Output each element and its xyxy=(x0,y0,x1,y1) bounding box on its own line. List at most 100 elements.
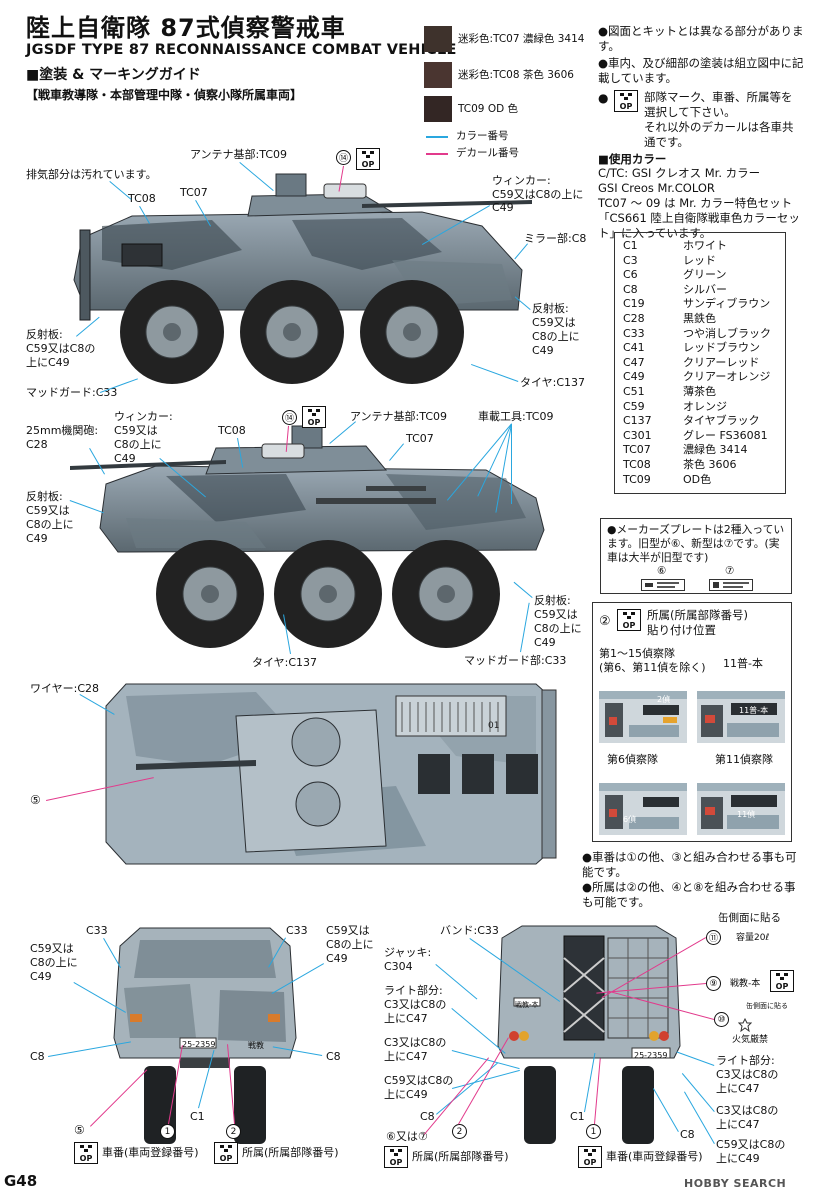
side2-winker: ウィンカー: xyxy=(114,410,173,423)
front-car-num: 車番(車両登録番号) xyxy=(102,1146,199,1159)
side2-reflector-l3: C8の上に xyxy=(26,518,74,531)
combo-note-2: ●所属は②の他、④と⑧を組み合わせる事も可能です。 xyxy=(582,880,796,909)
side2-decal-14: ⑭ xyxy=(282,410,297,425)
rear-decal-10: ⑩ xyxy=(714,1012,729,1027)
front-aff: 戦教 xyxy=(248,1041,264,1050)
side1-mirror: ミラー部:C8 xyxy=(524,232,587,245)
side1-reflector-l: 反射板: xyxy=(26,328,63,341)
affiliation-box: ② OP 所属(所属部隊番号) 貼り付け位置 第1～15偵察隊 (第6、第11偵… xyxy=(592,602,792,842)
used-colors-title: ■使用カラー xyxy=(598,152,667,166)
rear-decal-1: 1 xyxy=(586,1124,601,1139)
color-name: 黒鉄色 xyxy=(683,311,716,325)
front-c8-left: C8 xyxy=(30,1050,45,1063)
op-icon: OP xyxy=(770,970,794,992)
front-c59-right2: C8の上に xyxy=(326,938,374,951)
rear-c59-r2: 上にC49 xyxy=(716,1152,760,1165)
aff-num: ② xyxy=(599,614,611,629)
rear-c3-l2: 上にC47 xyxy=(384,1050,428,1063)
aff-plate-6: 6偵 xyxy=(623,815,637,824)
color-name: タイヤブラック xyxy=(683,414,760,428)
aff-plate-11b: 11偵 xyxy=(737,810,756,819)
side2-reflector-l: 反射板: xyxy=(26,490,63,503)
color-name: クリアーオレンジ xyxy=(683,370,771,384)
side1-mudguard: マッドガード:C33 xyxy=(26,386,118,399)
color-name: 薄茶色 xyxy=(683,384,716,398)
unit-line: 【戦車教導隊・本部管理中隊・偵察小隊所属車両】 xyxy=(26,88,303,102)
color-name: グレー FS36081 xyxy=(683,428,768,442)
color-name: つや消しブラック xyxy=(683,326,771,340)
aff-thumb-11 xyxy=(697,691,785,743)
color-name: サンディブラウン xyxy=(683,297,771,311)
rear-aff: 戦教-本 xyxy=(515,1001,539,1009)
rear-c59-r: C59又はC8の xyxy=(716,1138,786,1151)
rear-c59-l2: 上にC49 xyxy=(384,1088,428,1101)
color-code: C59 xyxy=(623,399,645,413)
legend-decal-number: デカール番号 xyxy=(456,147,519,159)
side1-reflector-r2: C59又は xyxy=(532,316,576,329)
side1-reflector-r3: C8の上に xyxy=(532,330,580,343)
side1-winker: ウィンカー: xyxy=(492,174,551,187)
color-code: TC07 xyxy=(623,443,651,457)
color-name: OD色 xyxy=(683,472,712,486)
color-table-row: C47 クリアーレッド xyxy=(623,356,777,371)
front-decal-2: 2 xyxy=(226,1124,241,1139)
rear-c3-r2: 上にC47 xyxy=(716,1118,760,1131)
aff-thumb-6 xyxy=(599,783,687,835)
rear-n67: ⑥又は⑦ xyxy=(386,1130,428,1143)
aff-recon-6: 第6偵察隊 xyxy=(607,753,658,766)
maker-plate-box: ●メーカーズプレートは2種入っています。旧型が⑥、新型は⑦です。(実車は大半が旧… xyxy=(600,518,792,594)
swatch-tc09 xyxy=(424,96,452,122)
rear-light-r2: C3又はC8の xyxy=(716,1068,779,1081)
rear-c3-l: C3又はC8の xyxy=(384,1036,447,1049)
color-code: C301 xyxy=(623,428,652,442)
rear-decal-2: 2 xyxy=(452,1124,467,1139)
color-name: クリアーレッド xyxy=(683,355,760,369)
front-aff-label: 所属(所属部隊番号) xyxy=(242,1146,339,1159)
note-bullet: ● xyxy=(598,91,609,105)
rear-aff-label: 所属(所属部隊番号) xyxy=(412,1150,509,1163)
front-c33-left: C33 xyxy=(86,924,108,937)
side1-reflector-l3: 上にC49 xyxy=(26,356,70,369)
side1-decal-14: ⑭ xyxy=(336,150,351,165)
aff-subtitle: 貼り付け位置 xyxy=(647,623,716,637)
side1-tc08: TC08 xyxy=(128,192,156,205)
aff-thumb-2 xyxy=(599,691,687,743)
top-wire: ワイヤー:C28 xyxy=(30,682,100,695)
color-name: 濃緑色 3414 xyxy=(683,443,748,457)
front-decal-1: 1 xyxy=(160,1124,175,1139)
color-code: C28 xyxy=(623,311,645,325)
legend-pink-line xyxy=(426,153,448,155)
plate-num-6: ⑥ xyxy=(657,565,667,577)
side2-reflector-l2: C59又は xyxy=(26,504,70,517)
side2-reflector-l4: C49 xyxy=(26,532,48,545)
rear-c8: C8 xyxy=(420,1110,435,1123)
aff-title: 所属(所属部隊番号) xyxy=(647,608,748,622)
aff-plate-2: 2偵 xyxy=(657,695,671,704)
rear-c59-l: C59又はC8の xyxy=(384,1074,454,1087)
side1-winker-detail: C59又はC8の上にC49 xyxy=(492,188,584,214)
aff-recon-1-15: 第1～15偵察隊 xyxy=(599,647,675,660)
rear-decal-11: ⑪ xyxy=(706,930,721,945)
guide-heading: ■塗装 & マーキングガイド xyxy=(26,67,201,83)
color-name: シルバー xyxy=(683,282,727,296)
swatch-label-tc08: 迷彩色:TC08 茶色 3606 xyxy=(458,69,574,81)
maker-plate-text: ●メーカーズプレートは2種入っています。旧型が⑥、新型は⑦です。(実車は大半が旧… xyxy=(607,523,785,564)
color-code: C47 xyxy=(623,355,645,369)
vehicle-rear-view xyxy=(497,925,681,1144)
front-c59-right3: C49 xyxy=(326,952,348,965)
rear-jack2: C304 xyxy=(384,960,413,973)
plate-num-7: ⑦ xyxy=(725,565,735,577)
vehicle-front-view xyxy=(113,927,297,1144)
front-plate-no: 25-2359 xyxy=(182,1040,216,1049)
side2-gun: 25mm機関砲: xyxy=(26,424,99,437)
color-code: TC09 xyxy=(623,472,651,486)
page-title: 陸上自衛隊 87式偵察警戒車 xyxy=(26,14,346,42)
